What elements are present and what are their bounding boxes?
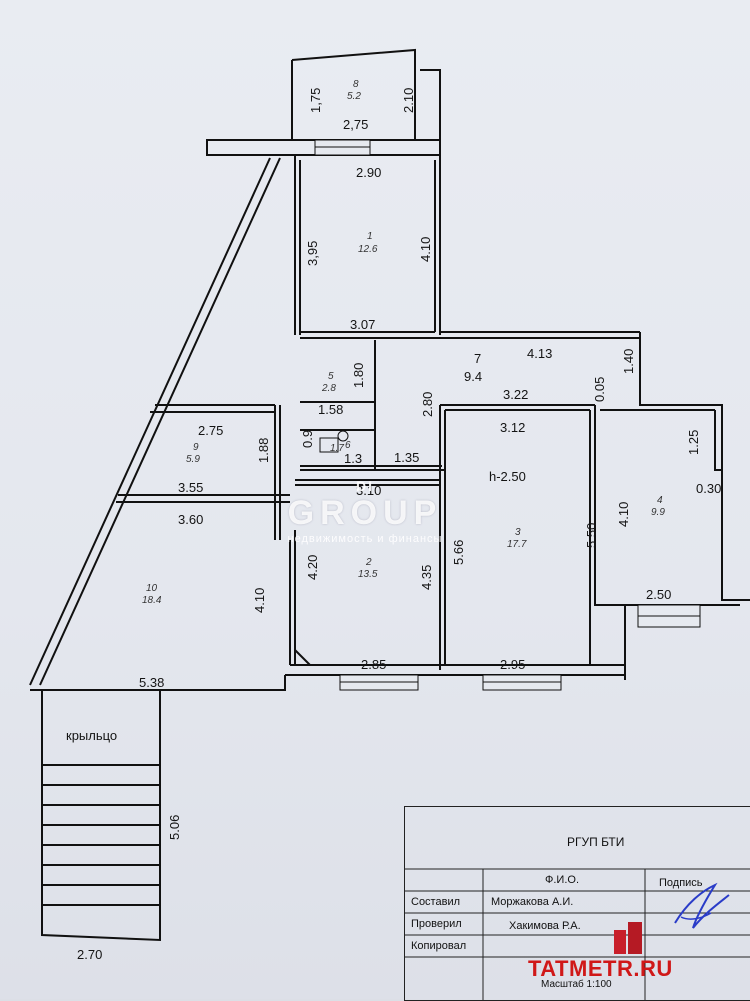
dim-3-07: 3.07 [350,317,376,332]
dim-4-13: 4.13 [527,346,553,361]
wall-room-4 [594,332,750,606]
dim-4-35: 4.35 [419,564,434,590]
room-9-number: 9 [193,442,199,453]
dim-2-70: 2.70 [77,947,103,962]
title-block: РГУП БТИ Ф.И.О. Подпись Составил Моржако… [404,806,750,1001]
room-1-number: 1 [367,231,373,242]
room-9-area: 5.9 [186,454,200,465]
dim-2-75-balcony: 2,75 [343,117,369,132]
room-10-area: 18.4 [142,595,162,606]
title-block-org: РГУП БТИ [567,835,625,849]
dim-2-50: 2.50 [646,587,672,602]
dim-1-40: 1.40 [621,348,636,374]
wall-left-wing [29,157,290,686]
title-block-col-sign: Подпись [659,877,703,889]
dim-3-22: 3.22 [503,387,529,402]
title-block-role-3: Копировал [411,940,467,952]
dim-3-12: 3.12 [500,420,526,435]
building-logo-icon [614,922,642,954]
room-5-number: 5 [328,371,334,382]
dim-1-3: 1.3 [344,451,363,466]
dim-2-10: 2.10 [401,87,416,113]
room-4-number: 4 [657,495,663,506]
ceiling-height: h-2.50 [489,469,526,484]
wall-balcony [291,48,441,155]
dim-1-75: 1,75 [308,87,323,113]
porch-stairs [41,690,161,942]
room-6-area: 1.7 [330,443,344,454]
dim-4-10-room1: 4.10 [418,236,433,262]
room-3-area: 17.7 [507,539,527,550]
dim-3-10: 3.10 [356,483,382,498]
room-2-area: 13.5 [358,569,378,580]
title-block-role-2: Проверил [411,918,462,930]
dim-2-85: 2.85 [361,657,387,672]
dim-2-80: 2.80 [420,391,435,417]
title-block-col-fio: Ф.И.О. [545,874,579,886]
title-block-scale: Масштаб 1:100 [541,979,612,990]
room-8-number: 8 [353,79,359,90]
room-5-area: 2.8 [322,383,336,394]
porch-label: крыльцо [66,728,118,743]
dim-1-58: 1.58 [318,402,344,417]
wall-room-3 [439,404,626,680]
room-7-area: 9.4 [464,369,483,384]
dim-2-90: 2.90 [356,165,382,180]
room-10-number: 10 [146,583,158,594]
dim-1-25: 1.25 [686,429,701,455]
title-block-grid [405,868,750,1000]
room-2-number: 2 [366,557,372,568]
dim-0-9: 0.9 [300,429,315,448]
dim-5-50: 5.50 [584,522,599,548]
dim-4-10-room4: 4.10 [616,501,631,527]
title-block-name-1: Моржакова А.И. [491,896,574,908]
dim-2-75-room9: 2.75 [198,423,224,438]
title-block-name-2: Хакимова Р.А. [509,920,581,932]
room-8-area: 5.2 [347,91,361,102]
dim-5-66: 5.66 [451,539,466,565]
dim-3-55: 3.55 [178,480,204,495]
room-3-number: 3 [515,527,521,538]
room-6-number: 6 [345,440,351,451]
wall-room-2 [294,479,440,666]
room-4-area: 9.9 [651,507,665,518]
dim-4-20: 4.20 [305,554,320,580]
dim-3-60: 3.60 [178,512,204,527]
dim-0-05: 0.05 [592,376,607,402]
dim-0-30: 0.30 [696,481,722,496]
wall-central [300,340,445,471]
room-7-number: 7 [474,351,482,366]
title-block-role-1: Составил [411,896,461,908]
dim-1-88: 1.88 [256,437,271,463]
dim-4-10-left: 4.10 [252,587,267,613]
site-logo-text: TATMETR.RU [528,956,673,981]
dim-1-35: 1.35 [394,450,420,465]
dim-5-38: 5.38 [139,675,165,690]
signature-mark [674,882,730,929]
dim-5-06: 5.06 [167,814,182,840]
wall-room-1 [294,155,640,339]
dim-1-80: 1.80 [351,362,366,388]
dim-3-95: 3,95 [305,240,320,266]
dim-2-95: 2.95 [500,657,526,672]
wall-bottom [30,530,626,691]
room-1-area: 12.6 [358,244,378,255]
